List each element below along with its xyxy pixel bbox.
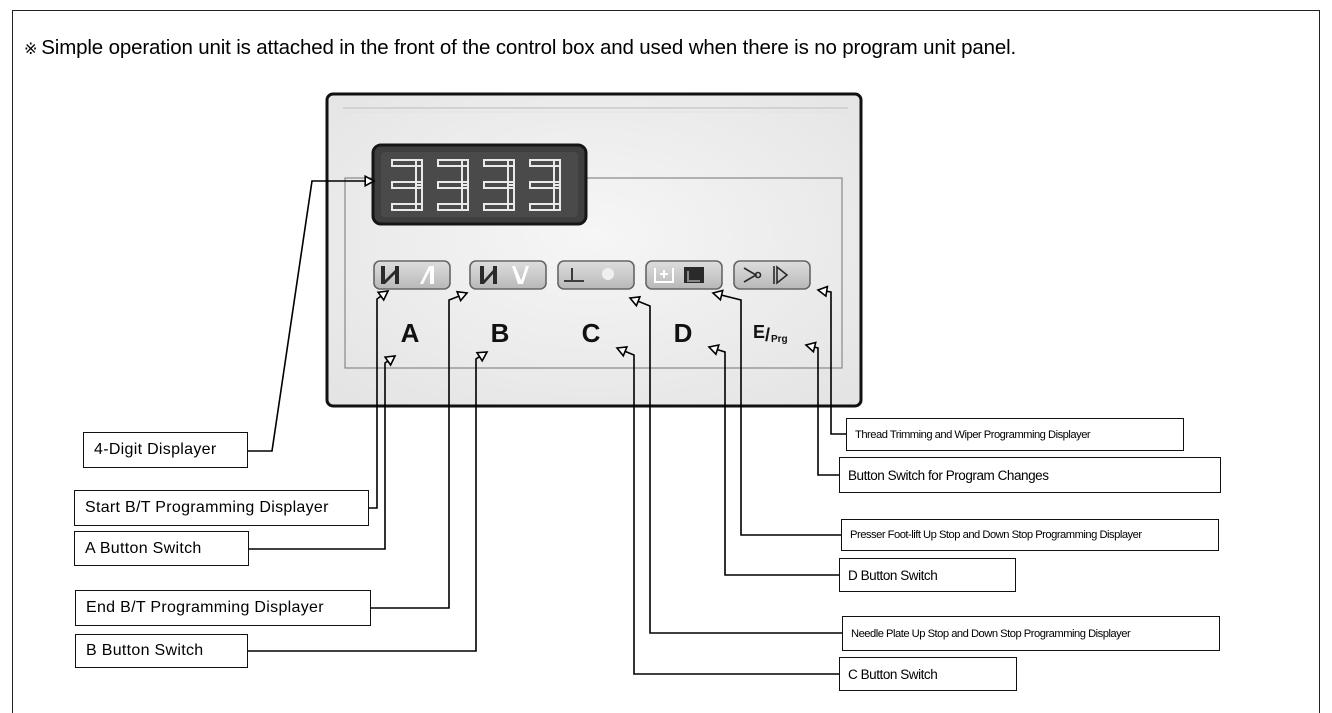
digit-segment (529, 181, 561, 189)
leader-arrow-icon (816, 285, 829, 298)
end-backtack-icon (480, 266, 529, 284)
button-e-slash: / (765, 325, 770, 345)
label-a-button: A Button Switch (74, 531, 249, 566)
leader-arrow-icon (455, 290, 469, 303)
presser-foot-icon (654, 267, 704, 283)
label-program-change-button: Button Switch for Program Changes (839, 457, 1221, 493)
label-needle-plate-displayer: Needle Plate Up Stop and Down Stop Progr… (842, 616, 1220, 651)
leader-arrow-icon (711, 289, 724, 302)
end-backtack-indicator (469, 260, 547, 290)
digit-segment (437, 203, 469, 211)
label-c-button: C Button Switch (839, 657, 1017, 691)
button-e-letter: E (753, 322, 765, 342)
note-text: ※Simple operation unit is attached in th… (24, 36, 1016, 60)
leader-arrow-icon (376, 290, 390, 302)
digit-segment (529, 203, 561, 211)
digit-segment (391, 181, 423, 189)
leader-arrow-icon (615, 345, 629, 358)
digit-segment (437, 181, 469, 189)
leader-line (371, 292, 468, 609)
trimmer-wiper-indicator (733, 260, 811, 290)
digit-segment (483, 181, 515, 189)
operation-panel (325, 92, 863, 408)
digit-segment (391, 203, 423, 211)
button-e-prg-text: Prg (771, 334, 788, 345)
leader-arrow-icon (707, 343, 720, 356)
presser-foot-indicator (645, 260, 723, 290)
leader-line (248, 180, 374, 452)
leader-lines (248, 174, 846, 675)
needle-stop-indicator (557, 260, 635, 290)
leader-arrow-icon (628, 295, 642, 308)
note-mark: ※ (24, 41, 38, 58)
leader-line (629, 297, 842, 634)
trimmer-wiper-icon (743, 265, 789, 285)
leader-arrow-icon (383, 355, 397, 367)
start-backtack-indicator (373, 260, 451, 290)
label-thread-trimming-displayer: Thread Trimming and Wiper Programming Di… (846, 418, 1184, 451)
button-b[interactable]: B (491, 318, 510, 348)
label-end-bt-displayer: End B/T Programming Displayer (75, 590, 371, 626)
four-digit-display (371, 143, 588, 226)
panel-buttons: A B C D E / Prg (401, 318, 788, 348)
label-b-button: B Button Switch (75, 634, 248, 668)
button-c[interactable]: C (582, 318, 601, 348)
label-presser-foot-displayer: Presser Foot-lift Up Stop and Down Stop … (841, 519, 1219, 551)
leader-arrow-icon (364, 174, 376, 188)
button-a[interactable]: A (401, 318, 420, 348)
digit-segment (483, 203, 515, 211)
label-four-digit-displayer: 4-Digit Displayer (83, 432, 248, 468)
button-e-prg[interactable]: E / Prg (753, 322, 788, 345)
label-start-bt-displayer: Start B/T Programming Displayer (74, 490, 369, 526)
label-d-button: D Button Switch (839, 558, 1016, 592)
button-d[interactable]: D (674, 318, 693, 348)
leader-arrow-icon (475, 351, 489, 363)
needle-stop-icon (564, 268, 614, 282)
leader-line (712, 292, 841, 536)
note-body: Simple operation unit is attached in the… (41, 36, 1017, 59)
figure-frame (12, 10, 1320, 713)
leader-arrow-icon (804, 341, 817, 354)
digit-segments (391, 159, 561, 211)
start-backtack-icon (381, 266, 434, 284)
